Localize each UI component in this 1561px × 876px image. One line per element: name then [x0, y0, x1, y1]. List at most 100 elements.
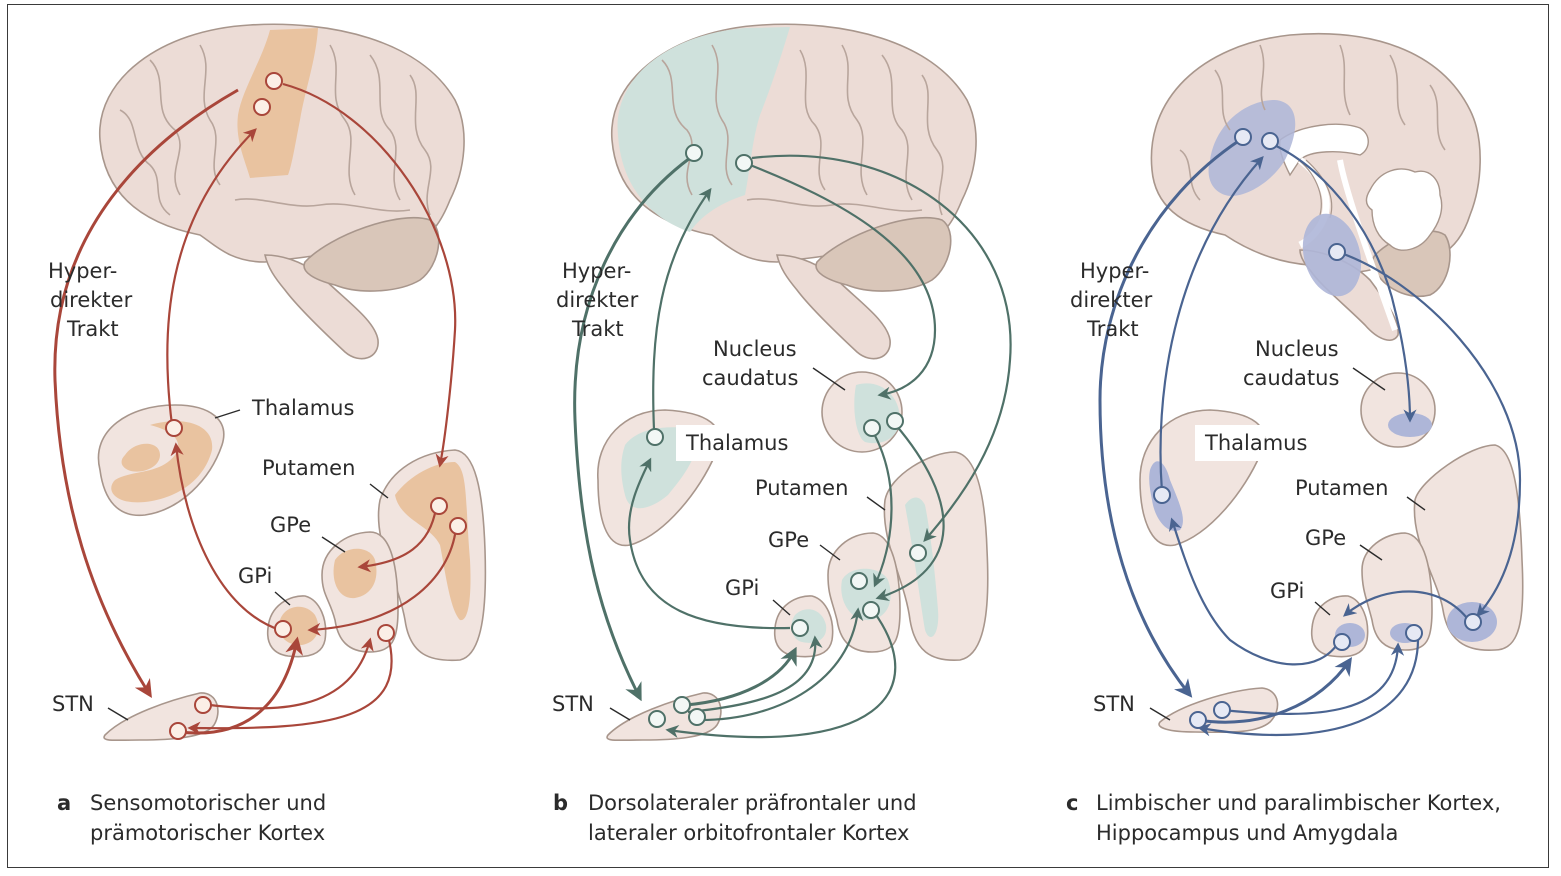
gpe-leader	[1359, 544, 1383, 561]
neuron	[646, 428, 664, 446]
neuron	[648, 710, 666, 728]
stn-leader	[107, 707, 129, 721]
prefrontal-cortex-region	[617, 27, 790, 232]
pathways-c	[1098, 138, 1522, 737]
gpi-to-thalamus-b	[627, 457, 791, 630]
stn-label: STN	[1093, 692, 1135, 716]
thalamus-label: Thalamus	[251, 396, 354, 420]
limbic-cortex-region	[1208, 100, 1296, 196]
thalamus-label: Thalamus	[685, 431, 788, 455]
neuron	[449, 517, 467, 535]
arbor-vitae	[1365, 168, 1443, 251]
nucleus-caudatus-label-line1: Nucleus	[1255, 337, 1339, 361]
gpi-leader	[772, 599, 791, 616]
neuron	[685, 144, 703, 162]
caption-a-line2: prämotorischer Kortex	[90, 821, 325, 845]
stn-to-gpi2-b	[687, 635, 823, 714]
labels-c: Hyper- direkter Trakt Nucleus caudatus T…	[1070, 259, 1426, 721]
gpe-to-stn-c	[1197, 635, 1420, 737]
panel-letter-c: c	[1066, 791, 1078, 815]
hyperdirect-tract-b	[573, 156, 691, 702]
neuron	[1213, 701, 1231, 719]
hyperdirect-label-line1: Hyper-	[48, 259, 117, 283]
pathways-b	[573, 154, 1012, 739]
neuron	[735, 154, 753, 172]
labels-a: Hyper- direkter Trakt Thalamus Putamen G…	[48, 259, 389, 721]
thalamus-leader	[214, 409, 241, 419]
neurons-a	[165, 72, 467, 740]
caption-a: a Sensomotorischer und prämotorischer Ko…	[57, 791, 326, 845]
caption-b-line2: lateraler orbitofrontaler Kortex	[588, 821, 909, 845]
hyperdirect-label-line2: direkter	[1070, 288, 1153, 312]
panel-letter-b: b	[553, 791, 568, 815]
neuron	[673, 696, 691, 714]
stn-label: STN	[552, 692, 594, 716]
neuron	[863, 419, 881, 437]
gpe-leader	[819, 544, 841, 561]
hyperdirect-label-line2: direkter	[556, 288, 639, 312]
nucleus-caudatus	[1360, 372, 1436, 448]
putamen-to-gpi-c	[1342, 590, 1471, 623]
stn-to-gpe-c	[1221, 642, 1405, 716]
neuron	[165, 419, 183, 437]
gpe	[321, 531, 399, 653]
neuron	[1153, 486, 1171, 504]
thalamus	[97, 404, 225, 517]
putamen-label: Putamen	[755, 476, 848, 500]
neuron	[1328, 243, 1346, 261]
gpi-to-thalamus-c	[1168, 517, 1341, 666]
neuron	[194, 696, 212, 714]
neuron	[850, 572, 868, 590]
hyperdirect-label-line3: Trakt	[66, 317, 119, 341]
putamen-to-gpi-a	[307, 527, 458, 636]
stn-to-gpi-a	[179, 636, 303, 735]
gpe-label: GPe	[1305, 526, 1346, 550]
gpe-leader	[321, 536, 346, 553]
caption-a-line1: Sensomotorischer und	[90, 791, 326, 815]
neuron	[1234, 128, 1252, 146]
hyperdirect-tract-c	[1098, 138, 1241, 698]
caption-c: c Limbischer und paralimbischer Kortex, …	[1066, 791, 1501, 845]
panel-c: Hyper- direkter Trakt Nucleus caudatus T…	[1066, 32, 1524, 845]
neuron	[1464, 613, 1482, 631]
nucleus-caudatus-leader	[812, 367, 846, 391]
thalamus-label: Thalamus	[1204, 431, 1307, 455]
white-tract	[1337, 159, 1398, 332]
caption-b-line1: Dorsolateraler präfrontaler und	[588, 791, 917, 815]
putamen-leader	[866, 496, 886, 511]
neuron	[1333, 633, 1351, 651]
neuron	[169, 722, 187, 740]
gyri	[119, 44, 432, 216]
gyri	[1179, 44, 1446, 201]
thalamus-label-bg	[676, 425, 732, 461]
putamen-to-gpe-a	[357, 507, 438, 573]
brain-lateral-view	[611, 23, 977, 360]
caption-c-line2: Hippocampus und Amygdala	[1096, 821, 1398, 845]
stn-leader	[609, 707, 631, 721]
neuron	[791, 619, 809, 637]
gpe-to-stn-a	[187, 635, 393, 735]
stn-to-gpi-c	[1197, 657, 1352, 724]
neuron	[862, 601, 880, 619]
neuron	[1261, 132, 1279, 150]
gpi-label: GPi	[238, 564, 272, 588]
gpe-to-stn-b	[665, 611, 897, 739]
gpi-label: GPi	[725, 576, 759, 600]
cortex-to-putamen-a	[282, 82, 457, 468]
cortex-to-caudate-c	[1271, 142, 1417, 423]
neuron	[274, 620, 292, 638]
hyperdirect-tract-a	[53, 88, 239, 699]
nucleus-caudatus	[821, 371, 903, 453]
nucleus-caudatus-label-line2: caudatus	[1243, 366, 1339, 390]
neuron	[265, 72, 283, 90]
putamen-leader	[369, 483, 389, 499]
caption-c-line1: Limbischer und paralimbischer Kortex,	[1096, 791, 1501, 815]
pathways-a	[53, 82, 458, 735]
cortex-to-putamen-b	[751, 154, 1012, 542]
cerebellum	[303, 216, 440, 292]
neuron	[430, 497, 448, 515]
nucleus-caudatus-label-line1: Nucleus	[713, 337, 797, 361]
panel-letter-a: a	[57, 791, 71, 815]
figure-frame	[7, 4, 1549, 868]
